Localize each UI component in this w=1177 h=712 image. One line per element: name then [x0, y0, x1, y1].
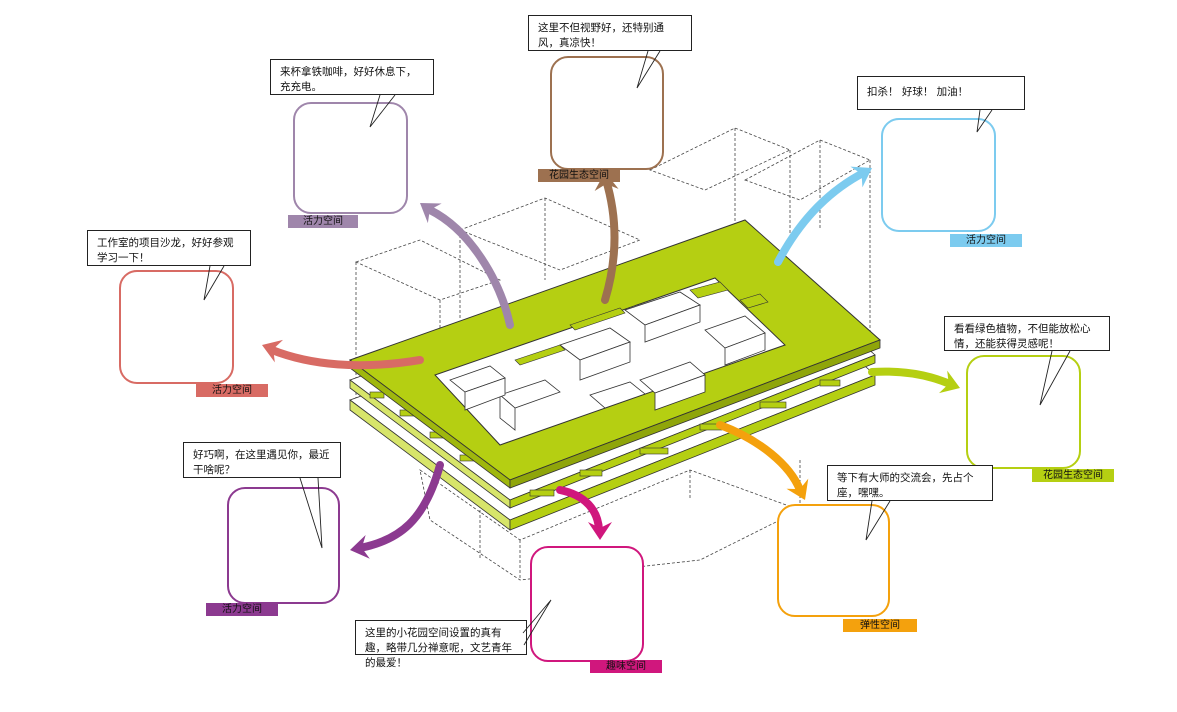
courtyard-box-side: [644, 304, 701, 343]
courtyard-strip: [514, 344, 566, 366]
arrow-top-left-head: [420, 203, 442, 224]
facade-opening: [819, 379, 841, 387]
space-tag-top-right: 活力空间: [950, 234, 1022, 247]
arrow-top-left: [420, 203, 514, 329]
space-tag-top-left: 活力空间: [288, 215, 358, 228]
arrow-bottom-right-shaft: [716, 421, 804, 494]
space-tag-bottom-right: 弹性空间: [843, 619, 917, 632]
dashed-tower-far-right: [744, 139, 871, 201]
arrow-bottom-right: [716, 421, 809, 500]
speech-bubble-mid-right: 看看绿色植物，不但能放松心情，还能获得灵感呢！: [944, 316, 1110, 351]
space-card-top-right: [881, 118, 996, 232]
arrow-top-left-shaft: [426, 206, 514, 329]
facade-opening: [529, 489, 555, 497]
speech-bubble-top-left: 来杯拿铁咖啡，好好休息下，充充电。: [270, 59, 434, 95]
arrow-bottom-left: [350, 461, 444, 559]
courtyard-volumes: [449, 291, 766, 431]
space-tag-top-center: 花园生态空间: [538, 169, 620, 182]
courtyard-strip: [569, 307, 626, 331]
dashed-tower-right: [648, 127, 792, 191]
space-tag-mid-right: 花园生态空间: [1032, 469, 1114, 482]
speech-bubble-bottom-left: 好巧啊，在这里遇见你，最近干啥呢？: [183, 442, 341, 478]
facade-opening: [579, 469, 603, 477]
space-card-mid-left: [119, 270, 234, 384]
arrow-bottom-left-head: [350, 535, 370, 559]
arrow-top-right: [774, 166, 872, 266]
courtyard-box: [589, 381, 646, 409]
space-tag-mid-left: 活力空间: [196, 384, 268, 397]
speech-bubble-bottom-center: 这里的小花园空间设置的真有趣，略带几分禅意呢，文艺青年的最爱！: [355, 620, 527, 669]
arrow-bottom-center-shaft: [556, 486, 603, 534]
space-card-top-center: [550, 56, 664, 170]
speech-bubble-mid-left: 工作室的项目沙龙，好好参观学习一下！: [87, 230, 251, 266]
arrow-mid-left-head: [262, 339, 284, 363]
speech-bubble-bottom-right: 等下有大师的交流会，先占个座，嘿嘿。: [827, 465, 993, 501]
arrow-bottom-center: [556, 486, 612, 540]
arrow-bottom-center-head: [588, 522, 612, 540]
roof-edge-right: [509, 339, 881, 489]
dashed-tower-back: [458, 197, 642, 271]
courtyard-box-side: [499, 394, 516, 431]
facade-openings: [369, 379, 841, 497]
arrow-mid-right-head: [938, 370, 960, 394]
courtyard-box-side: [654, 374, 706, 411]
space-card-top-left: [293, 102, 408, 214]
courtyard-strip: [689, 281, 729, 299]
courtyard-strip: [739, 293, 769, 309]
floor-slab-3-edge-right: [509, 374, 876, 531]
arrow-bottom-left-shaft: [356, 461, 444, 552]
arrow-bottom-right-head: [786, 478, 809, 500]
space-card-bottom-right: [777, 504, 890, 617]
arrow-top-right-shaft: [774, 168, 869, 266]
space-card-bottom-left: [227, 487, 340, 604]
arrow-mid-right-shaft: [868, 367, 956, 389]
arrow-top-center: [594, 172, 619, 304]
speech-bubble-top-center: 这里不但视野好，还特别通风，真凉快！: [528, 15, 692, 51]
speech-bubble-top-right: 扣杀！ 好球！ 加油！: [857, 76, 1025, 110]
space-tag-bottom-center: 趣味空间: [590, 660, 662, 673]
facade-opening: [759, 401, 787, 409]
facade-opening: [639, 447, 669, 455]
dashed-base-front: [419, 469, 802, 581]
space-tag-bottom-left: 活力空间: [206, 603, 278, 616]
space-card-bottom-center: [530, 546, 644, 662]
arrow-top-center-shaft: [601, 176, 619, 304]
arrow-top-right-head: [850, 166, 872, 188]
arrow-mid-left: [262, 339, 424, 370]
dashed-tower-left: [354, 239, 502, 301]
courtyard-box-side: [464, 377, 506, 411]
facade-opening: [369, 391, 385, 399]
courtyard-green-strips: [514, 281, 769, 366]
arrow-mid-left-shaft: [268, 346, 424, 370]
arrow-mid-right: [868, 367, 960, 394]
courtyard-box-side: [724, 332, 766, 366]
courtyard-box-side: [579, 341, 631, 381]
space-card-mid-right: [966, 355, 1081, 469]
